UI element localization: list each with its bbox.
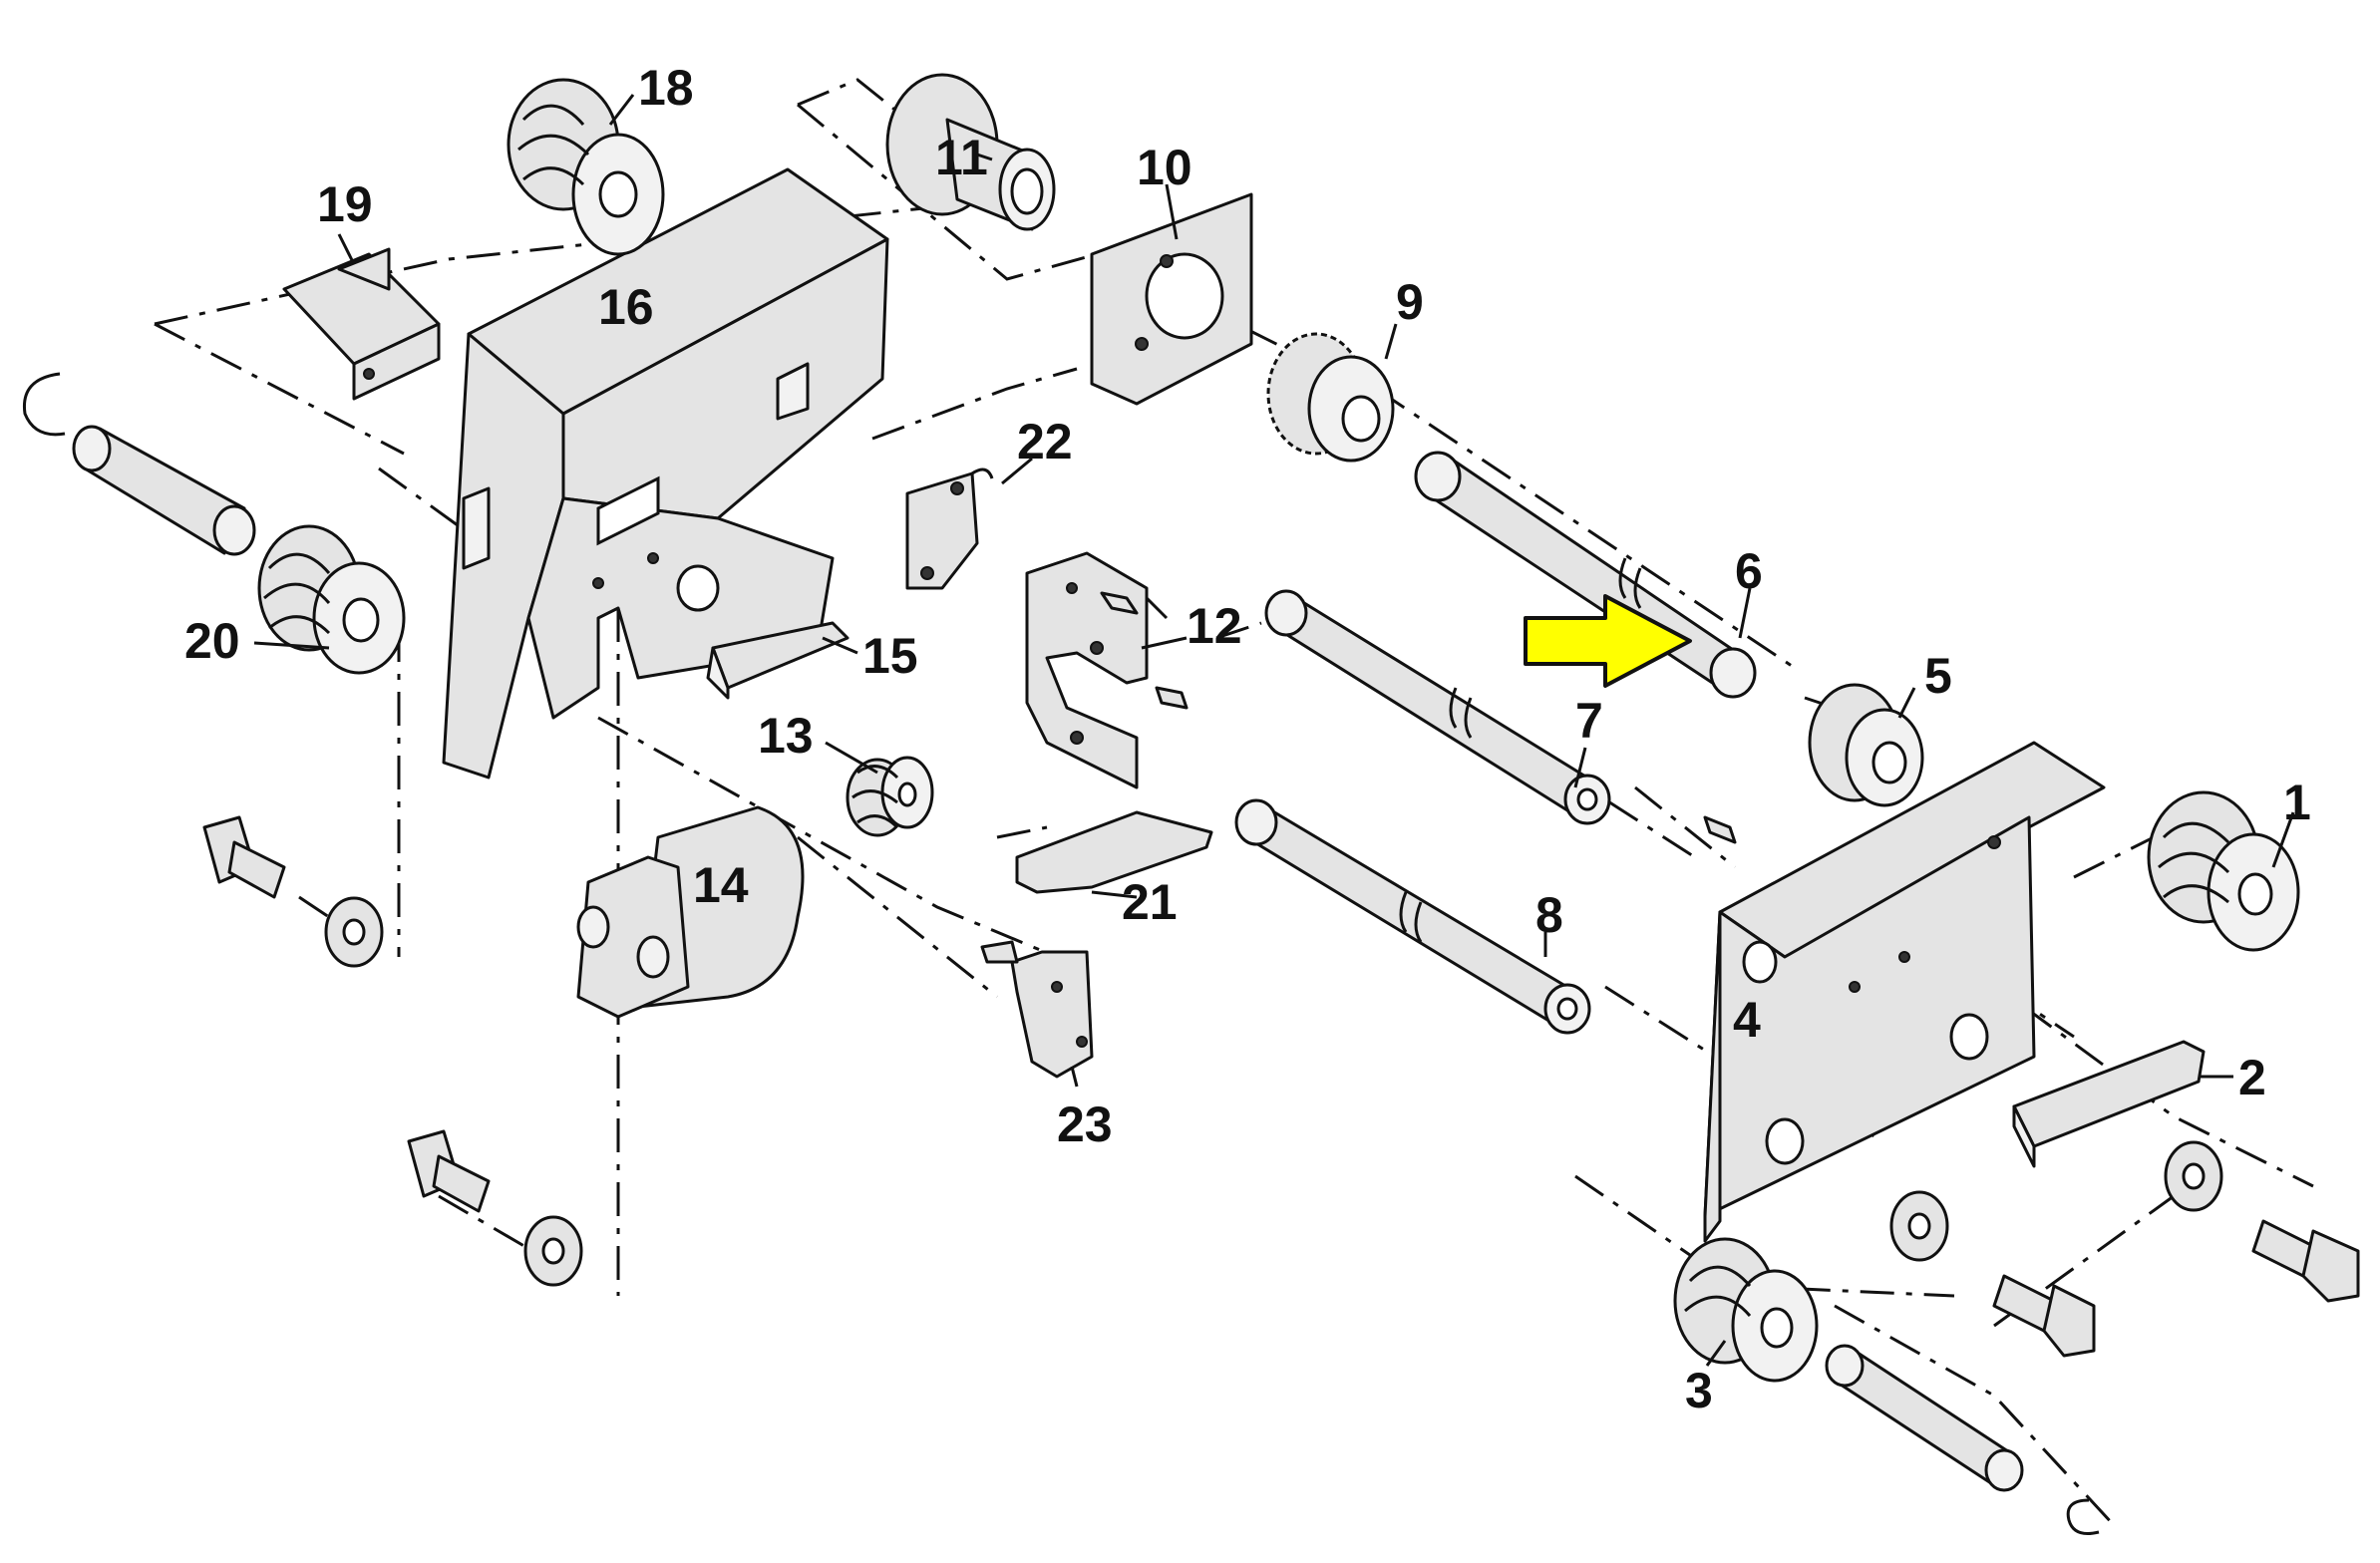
pulley-hub-part-11: [885, 73, 1056, 231]
pulley-part-18: [507, 78, 665, 256]
label-23: 23: [1057, 1096, 1113, 1152]
label-20: 20: [184, 613, 240, 669]
label-9: 9: [1396, 274, 1424, 330]
pin-left: [72, 425, 256, 556]
lever-part-21: [1015, 810, 1213, 894]
label-11: 11: [935, 130, 988, 185]
label-12: 12: [1187, 598, 1242, 654]
label-22: 22: [1017, 414, 1073, 469]
screw-small-1: [1100, 591, 1139, 615]
latch-part-22: [905, 468, 994, 590]
label-18: 18: [638, 60, 694, 116]
part-labels: 1 2 3 4 5 6 7 8 9 10 11 12 13 14 15 16 1…: [184, 60, 2311, 1418]
bracket-part-12: [1025, 551, 1149, 789]
leader-lines: [253, 94, 2295, 1367]
plate-part-10: [1090, 192, 1253, 406]
pulley-part-5: [1808, 683, 1924, 807]
label-10: 10: [1137, 140, 1192, 195]
label-7: 7: [1575, 693, 1603, 749]
label-8: 8: [1535, 887, 1563, 943]
label-13: 13: [758, 708, 814, 764]
tab-part-15: [706, 621, 850, 700]
label-1: 1: [2283, 775, 2311, 830]
washer-lower-2: [2164, 1140, 2223, 1212]
coupling-part-13: [846, 756, 934, 837]
bolt-lower-2: [2251, 1219, 2360, 1303]
pulley-part-1: [2147, 790, 2300, 952]
label-4: 4: [1733, 992, 1761, 1048]
washer-left-lower: [523, 1215, 583, 1287]
label-2: 2: [2238, 1050, 2266, 1105]
e-clip-lower: [2066, 1498, 2100, 1535]
bolt-left-lower: [407, 1129, 491, 1213]
label-14: 14: [693, 857, 749, 913]
screw-small-3: [1703, 815, 1737, 844]
bolt-left-upper: [202, 815, 286, 899]
side-plate-part-4: [1703, 741, 2106, 1243]
shaft-part-8: [1234, 798, 1591, 1035]
bolt-lower-1: [1992, 1274, 2096, 1358]
label-6: 6: [1735, 543, 1763, 599]
bracket-part-2: [2012, 1040, 2206, 1168]
washer-lower-1: [1889, 1190, 1949, 1262]
washer-left-upper: [324, 896, 384, 968]
pin-lower-right: [1825, 1344, 2024, 1492]
housing-part-16: [442, 167, 889, 780]
motor-part-14: [576, 805, 805, 1019]
pulley-part-3: [1673, 1237, 1819, 1383]
label-19: 19: [317, 176, 373, 232]
screw-small-2: [1155, 686, 1189, 710]
label-21: 21: [1122, 874, 1178, 930]
label-5: 5: [1924, 648, 1952, 704]
yellow-arrow-icon: [1524, 594, 1692, 688]
gear-part-9: [1266, 332, 1395, 463]
label-3: 3: [1685, 1363, 1713, 1418]
bracket-part-19: [282, 247, 441, 401]
label-16: 16: [598, 279, 654, 335]
label-15: 15: [862, 628, 918, 684]
pulley-part-20: [257, 524, 406, 675]
arm-part-23: [980, 940, 1094, 1079]
e-clip-left: [22, 372, 66, 437]
